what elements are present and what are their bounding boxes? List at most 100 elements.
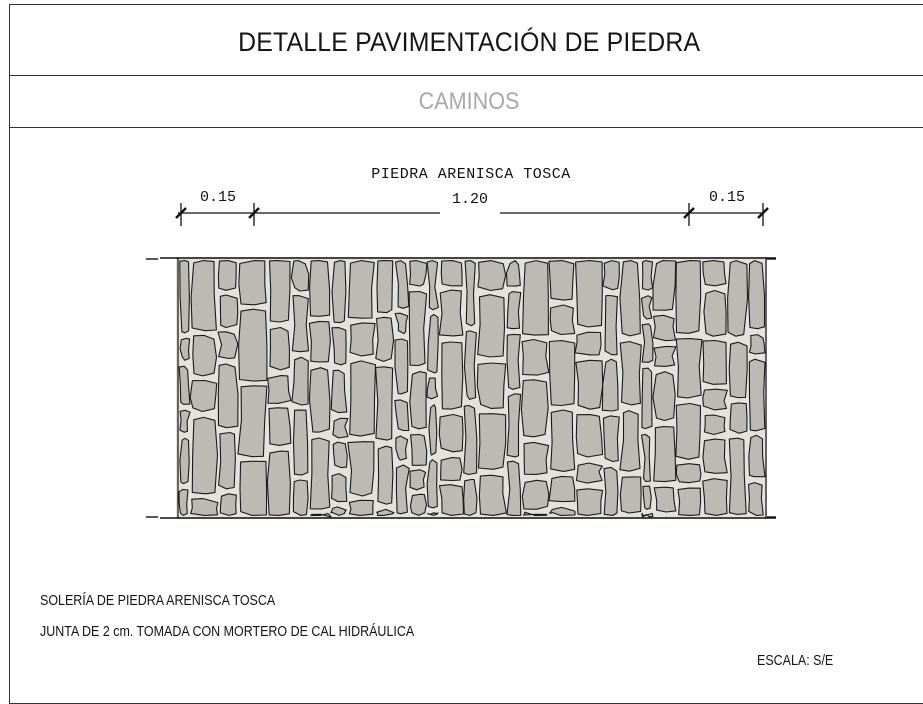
stone-piece bbox=[409, 469, 427, 491]
stone-piece bbox=[375, 316, 395, 362]
stone-piece bbox=[506, 460, 522, 516]
stone-piece bbox=[191, 416, 219, 495]
dimension-right-label: 0.15 bbox=[709, 189, 745, 206]
dimension-center-label: 1.20 bbox=[452, 191, 488, 208]
stone-piece bbox=[291, 295, 310, 353]
material-label: PIEDRA ARENISCA TOSCA bbox=[371, 166, 571, 183]
stone-piece bbox=[237, 385, 268, 458]
stone-piece bbox=[376, 508, 395, 516]
stone-piece bbox=[190, 498, 219, 516]
stone-piece bbox=[441, 341, 464, 410]
stone-piece bbox=[267, 375, 292, 404]
stone-piece bbox=[408, 290, 428, 367]
stone-piece bbox=[619, 410, 641, 472]
stone-piece bbox=[268, 407, 292, 446]
stone-piece bbox=[653, 486, 677, 513]
stone-piece bbox=[575, 462, 604, 484]
stone-piece bbox=[332, 417, 349, 439]
stone-piece bbox=[641, 512, 654, 518]
stone-piece bbox=[395, 464, 410, 515]
stone-piece bbox=[642, 485, 652, 510]
stone-piece bbox=[702, 438, 728, 474]
stone-piece bbox=[217, 331, 239, 360]
stone-piece bbox=[332, 441, 348, 469]
stone-piece bbox=[619, 260, 641, 337]
stone-piece bbox=[702, 339, 727, 385]
stone-piece bbox=[463, 330, 477, 400]
stone-piece bbox=[348, 499, 374, 516]
stone-piece bbox=[347, 441, 375, 497]
stone-piece bbox=[576, 488, 604, 516]
dimension-left-label: 0.15 bbox=[200, 189, 236, 206]
stone-piece bbox=[549, 506, 576, 516]
stone-piece bbox=[506, 291, 522, 330]
stone-piece bbox=[349, 360, 377, 437]
stone-piece bbox=[602, 415, 620, 463]
stone-piece bbox=[677, 487, 702, 516]
stone-piece bbox=[619, 476, 642, 514]
scale-label: ESCALA: S/E bbox=[757, 653, 834, 669]
dimension-line bbox=[175, 203, 769, 226]
stone-piece bbox=[702, 388, 728, 411]
stone-piece bbox=[238, 260, 267, 306]
stone-piece bbox=[641, 323, 654, 363]
detail-subtitle: CAMINOS bbox=[418, 87, 520, 115]
stone-piece bbox=[603, 466, 619, 516]
stone-piece bbox=[463, 404, 478, 476]
stone-piece bbox=[438, 413, 464, 453]
stone-piece bbox=[266, 450, 291, 516]
stone-piece bbox=[290, 260, 310, 292]
stone-piece bbox=[574, 331, 602, 356]
stone-piece bbox=[310, 512, 332, 518]
stone-piece bbox=[477, 260, 507, 292]
stone-piece bbox=[330, 473, 348, 503]
stone-piece bbox=[521, 338, 550, 376]
stone-piece bbox=[727, 260, 749, 337]
stone-piece bbox=[575, 414, 604, 458]
stone-piece bbox=[653, 345, 677, 367]
stone-piece bbox=[463, 478, 478, 516]
stone-pavement-section bbox=[160, 257, 776, 519]
stone-piece bbox=[438, 289, 464, 337]
subtitle-band: CAMINOS bbox=[9, 76, 923, 128]
stone-piece bbox=[476, 362, 507, 409]
stone-piece bbox=[426, 260, 439, 311]
stone-piece bbox=[330, 369, 348, 414]
stone-piece bbox=[331, 327, 347, 366]
stone-piece bbox=[179, 260, 190, 334]
stone-piece bbox=[179, 337, 191, 361]
stone-piece bbox=[179, 437, 190, 485]
stone-piece bbox=[178, 365, 191, 405]
stone-piece bbox=[377, 445, 394, 505]
stone-piece bbox=[506, 333, 521, 390]
stone-piece bbox=[376, 260, 394, 314]
stone-piece bbox=[748, 482, 764, 516]
detail-title: DETALLE PAVIMENTACIÓN DE PIEDRA bbox=[237, 27, 701, 57]
tick-mark-2 bbox=[248, 203, 260, 226]
stone-piece bbox=[426, 377, 439, 400]
stone-piece bbox=[675, 338, 703, 399]
stone-piece bbox=[394, 399, 410, 432]
stone-piece bbox=[520, 379, 549, 438]
stone-piece bbox=[308, 320, 331, 363]
stone-piece bbox=[602, 260, 620, 291]
stone-piece bbox=[409, 260, 428, 287]
stone-piece bbox=[309, 437, 331, 510]
stone-piece bbox=[190, 260, 217, 332]
stone-piece bbox=[729, 402, 748, 434]
stone-piece bbox=[309, 260, 331, 317]
stone-piece bbox=[409, 493, 428, 516]
stone-piece bbox=[521, 479, 550, 510]
stone-piece bbox=[548, 260, 575, 301]
stone-piece bbox=[440, 260, 463, 287]
stone-piece bbox=[477, 413, 507, 470]
stone-piece bbox=[477, 294, 506, 358]
stone-piece bbox=[192, 334, 218, 377]
stone-piece bbox=[728, 341, 748, 399]
stone-piece bbox=[548, 340, 576, 407]
stone-piece bbox=[653, 426, 677, 483]
stone-piece bbox=[619, 340, 642, 406]
stone-piece bbox=[641, 260, 654, 291]
stone-piece bbox=[330, 506, 347, 516]
stone-piece bbox=[675, 260, 702, 334]
